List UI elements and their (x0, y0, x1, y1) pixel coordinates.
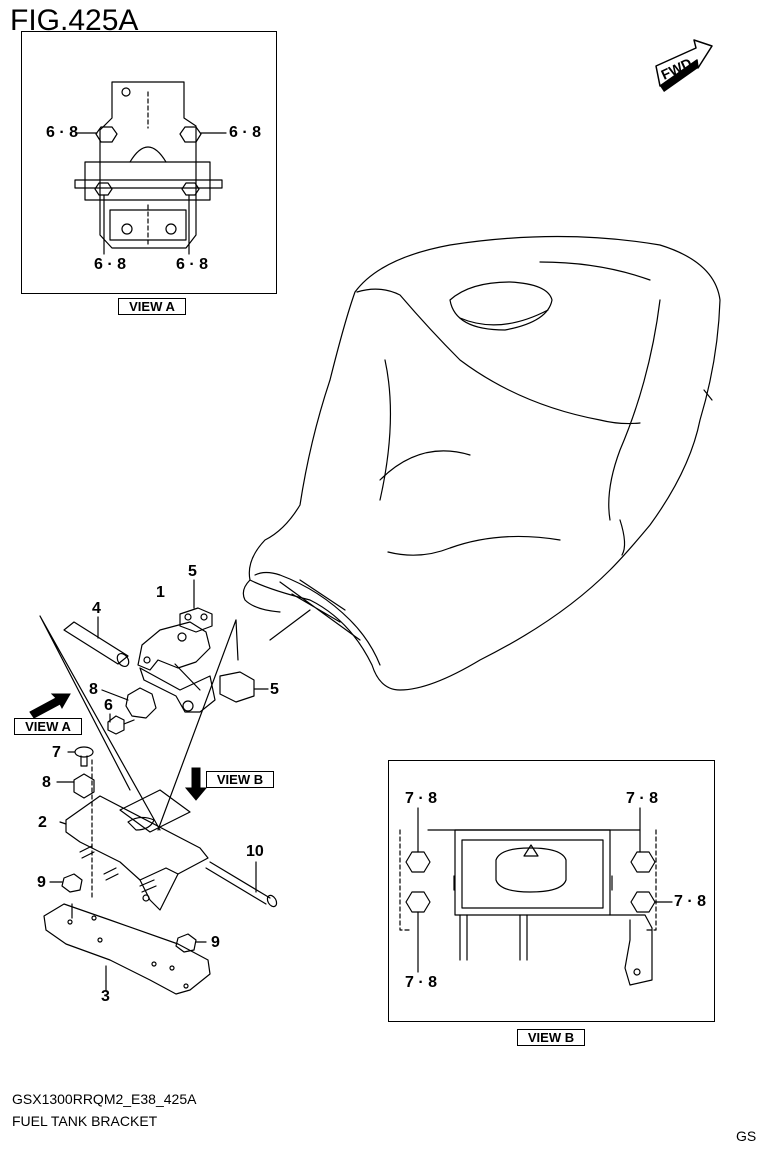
view-a-callout-top-left: 6 · 8 (46, 124, 79, 141)
part-6-label: 6 (104, 697, 113, 714)
fwd-arrow-icon (655, 39, 713, 92)
studs-drawing (79, 845, 157, 893)
part-10-label: 10 (246, 843, 264, 860)
rubber-5-right-drawing (219, 671, 269, 703)
view-b-callout-top-right: 7 · 8 (626, 790, 659, 807)
view-a-bracket-drawing (74, 81, 227, 255)
part-5-top-label: 5 (188, 563, 197, 580)
bracket-2-drawing (59, 759, 209, 919)
view-b-arrow-label: VIEW B (206, 771, 274, 788)
collar-4-drawing (63, 616, 130, 668)
bolt-6-drawing (107, 713, 135, 735)
view-b-callout-top-left: 7 · 8 (405, 790, 438, 807)
bolt-9-right-drawing (175, 933, 207, 953)
view-b-callout-right: 7 · 8 (674, 893, 707, 910)
bolt-7-drawing (67, 746, 94, 767)
view-a-callout-bottom-right: 6 · 8 (176, 256, 209, 273)
grommet-8-upper-drawing (101, 687, 157, 719)
view-b-panel (388, 760, 715, 1022)
part-9-right-label: 9 (211, 934, 220, 951)
part-9-left-label: 9 (37, 874, 46, 891)
view-b-label: VIEW B (517, 1029, 585, 1046)
part-4-label: 4 (92, 600, 101, 617)
view-b-bracket-drawing (399, 807, 673, 986)
rubber-5-top-drawing (179, 579, 213, 633)
view-a-callout-top-right: 6 · 8 (229, 124, 262, 141)
bolt-10-drawing (205, 861, 278, 908)
view-a-callout-bottom-left: 6 · 8 (94, 256, 127, 273)
bolt-9-left-drawing (49, 873, 83, 893)
view-b-arrow-icon (184, 767, 208, 801)
grommet-8-lower-drawing (56, 773, 95, 799)
view-a-label: VIEW A (118, 298, 186, 315)
view-a-panel (21, 31, 277, 294)
view-a-arrow-label: VIEW A (14, 718, 82, 735)
view-b-callout-bottom-left: 7 · 8 (405, 974, 438, 991)
part-1-label: 1 (156, 584, 165, 601)
part-3-label: 3 (101, 988, 110, 1005)
part-5-right-label: 5 (270, 681, 279, 698)
part-8-upper-label: 8 (89, 681, 98, 698)
plate-3-drawing (43, 903, 211, 995)
fuel-tank-drawing (242, 235, 721, 691)
part-2-label: 2 (38, 814, 47, 831)
view-a-arrow-icon (29, 693, 71, 719)
part-8-lower-label: 8 (42, 774, 51, 791)
figure-code: GSX1300RRQM2_E38_425A (12, 1091, 197, 1107)
part-7-label: 7 (52, 744, 61, 761)
bracket-1-drawing (137, 621, 216, 713)
figure-name: FUEL TANK BRACKET (12, 1113, 158, 1129)
region-code: GS (736, 1128, 757, 1144)
